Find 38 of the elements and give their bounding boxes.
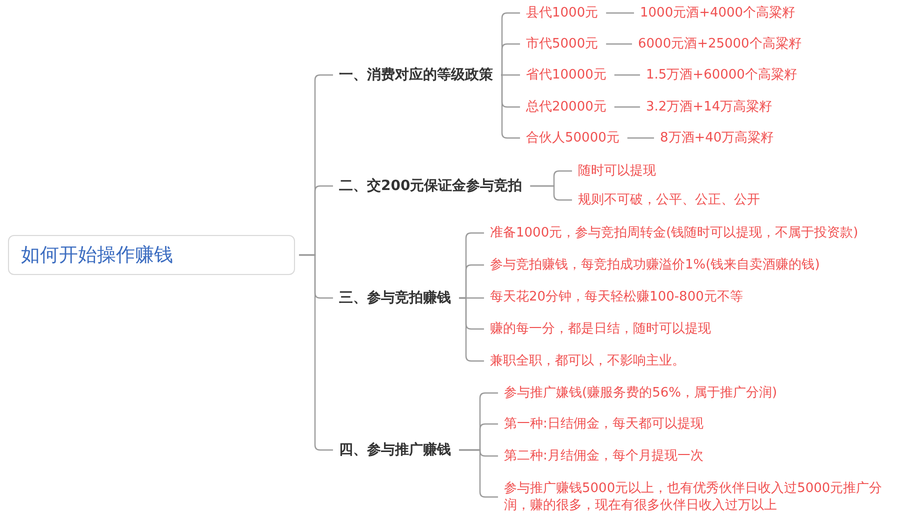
leaf-label: 3.2万酒+14万高粱籽 — [642, 98, 776, 116]
connector-line — [614, 74, 640, 76]
connector-line — [459, 449, 498, 498]
connector-line — [459, 297, 484, 362]
branch-label: 二、交200元保证金参与竞拍 — [335, 177, 526, 195]
connector-line — [606, 12, 634, 14]
leaf-label: 参与推广赚钱5000元以上，也有优秀伙伴日收入过5000元推广分润，赚的很多，现在有很多伙伴日收入过万以上 — [500, 480, 910, 514]
connector-line — [530, 185, 572, 201]
leaf-label: 参与推广嫌钱(赚服务费的56%，属于推广分润) — [500, 384, 782, 402]
leaf-label: 省代10000元 — [522, 66, 610, 84]
branch-label: 三、参与竞拍赚钱 — [335, 289, 455, 307]
leaf-label: 总代20000元 — [522, 98, 610, 116]
leaf-label: 1000元酒+4000个高粱籽 — [636, 4, 800, 22]
leaf-label: 6000元酒+25000个高粱籽 — [634, 36, 806, 52]
leaf-label: 准备1000元，参与竞拍周转金(钱随时可以提现，不属于投资款) — [486, 224, 862, 242]
connector-line — [606, 43, 632, 45]
leaf-label: 兼职全职，都可以，不影响主业。 — [486, 352, 689, 370]
leaf-label: 参与竞拍赚钱，每竞拍成功赚溢价1%(钱来自卖酒赚的钱) — [486, 256, 824, 274]
branch-label: 一、消费对应的等级政策 — [335, 66, 497, 84]
leaf-label: 1.5万酒+60000个高粱籽 — [642, 66, 801, 84]
leaf-label: 市代5000元 — [522, 36, 602, 52]
leaf-label: 县代1000元 — [522, 4, 602, 22]
connector-line — [299, 254, 333, 451]
leaf-label: 每天花20分钟，每天轻松赚100-800元不等 — [486, 288, 747, 306]
connector-line — [500, 74, 520, 139]
connector-line — [627, 137, 654, 139]
leaf-label: 赚的每一分，都是日结，随时可以提现 — [486, 320, 715, 338]
leaf-label: 随时可以提现 — [574, 162, 660, 180]
connector-line — [500, 43, 520, 76]
leaf-label: 规则不可破，公平、公正、公开 — [574, 192, 764, 208]
connector-line — [501, 74, 520, 76]
leaf-label: 第一种:日结佣金，每天都可以提现 — [500, 416, 708, 432]
leaf-label: 合伙人50000元 — [522, 130, 624, 146]
branch-label: 四、参与推广赚钱 — [335, 441, 455, 459]
leaf-label: 第二种:月结佣金，每个月提现一次 — [500, 448, 708, 464]
topic-box: 如何开始操作赚钱 — [8, 235, 295, 275]
connector-line — [614, 106, 640, 108]
leaf-label: 8万酒+40万高粱籽 — [656, 130, 778, 146]
